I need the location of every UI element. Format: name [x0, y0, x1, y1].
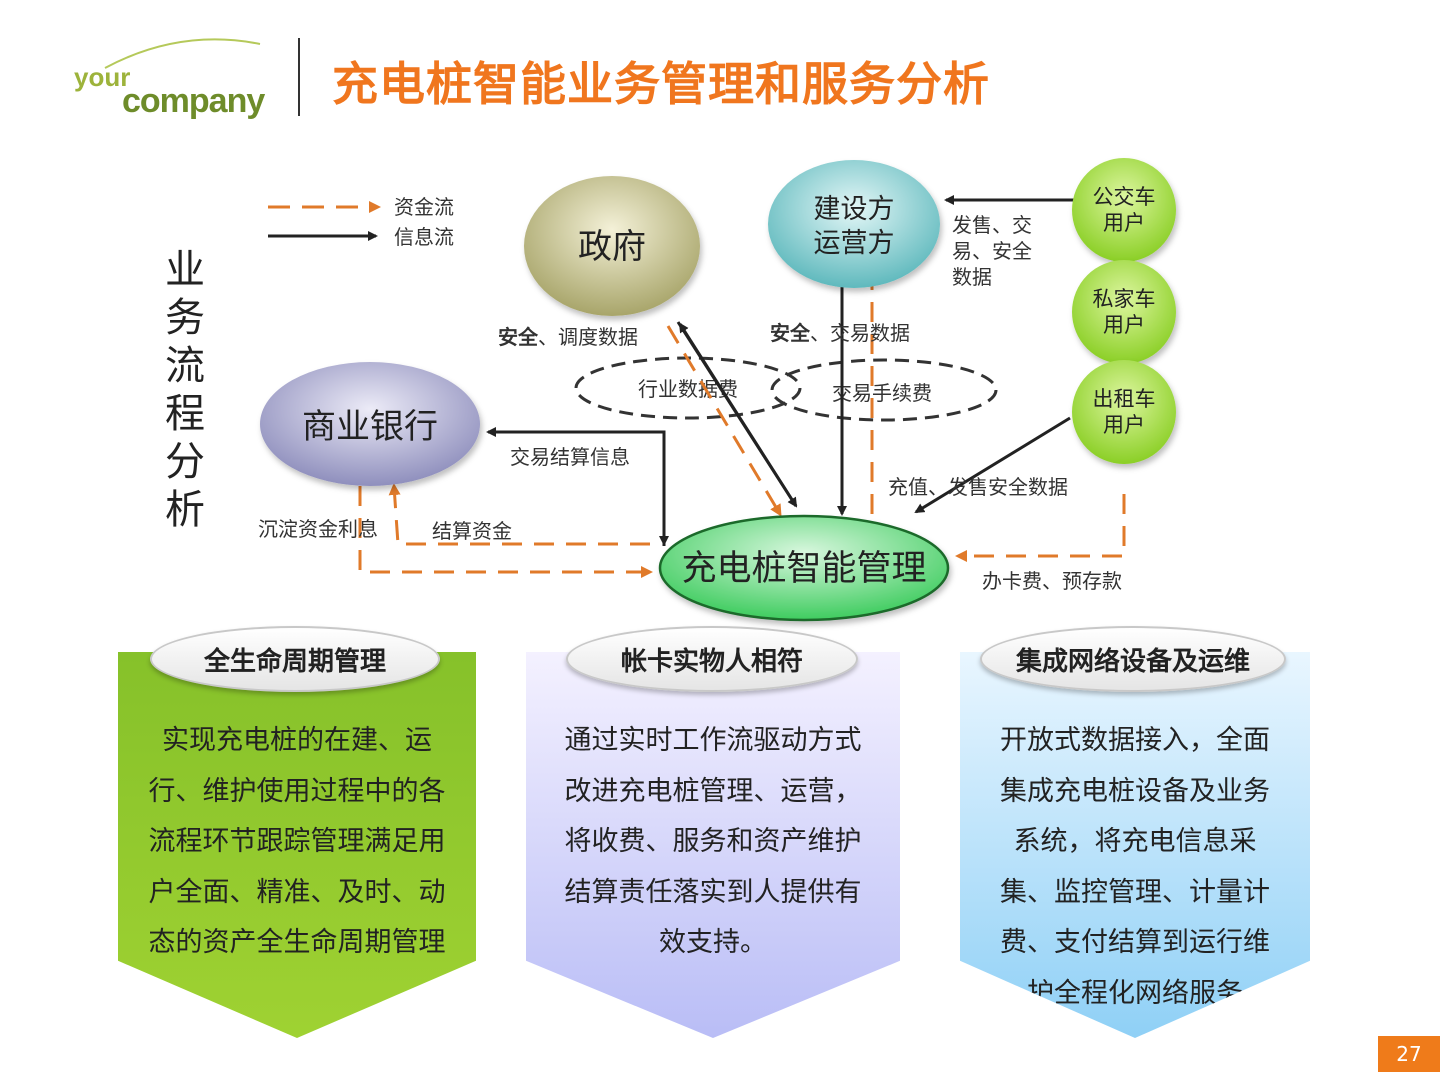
card-line: 结算责任落实到人提供有: [564, 876, 862, 908]
card-line: 通过实时工作流驱动方式: [564, 725, 862, 756]
card-text: 实现充电桩的在建、运 行、维护使用过程中的各 流程环节跟踪管理满足用 户全面、精…: [136, 716, 458, 969]
side-vertical-title: 业务流程分析: [165, 247, 205, 533]
card-line: 集、监控管理、计量计: [1000, 876, 1270, 908]
card-fee-label: 办卡费、预存款: [982, 569, 1122, 593]
legend-info-flow-label: 信息流: [394, 225, 454, 249]
card-line: 效支持。: [659, 927, 767, 958]
taxi-user-line1: 出租车: [1093, 387, 1156, 411]
private-car-user-node: 私家车 用户: [1072, 260, 1176, 364]
card-line: 将收费、服务和资产维护: [564, 826, 862, 857]
info-flow-users-to-center: [914, 416, 1071, 514]
trade-fee-label: 交易手续费: [832, 381, 932, 405]
logo-line-1: your: [74, 62, 131, 92]
card-line: 行、维护使用过程中的各: [148, 775, 446, 807]
card-line: 流程环节跟踪管理满足用: [148, 826, 446, 857]
card-line: 实现充电桩的在建、运: [162, 725, 432, 756]
bus-user-line2: 用户: [1103, 211, 1145, 235]
page-title: 充电桩智能业务管理和服务分析: [332, 57, 990, 111]
title-separator: [298, 38, 300, 116]
builder-label-line2: 运营方: [814, 228, 895, 259]
bank-label: 商业银行: [302, 407, 438, 447]
logo-line-2: company: [122, 82, 265, 120]
bus-user-line1: 公交车: [1093, 185, 1156, 209]
card-line: 费、支付结算到运行维: [1000, 927, 1270, 958]
card-title: 集成网络设备及运维: [980, 626, 1286, 692]
page-number-badge: 27: [1378, 1036, 1440, 1072]
safety-trade-rest: 、交易数据: [810, 321, 910, 345]
deposit-interest-label: 沉淀资金利息: [258, 517, 378, 541]
card-line: 开放式数据接入，全面: [1000, 725, 1270, 756]
card-line: 户全面、精准、及时、动: [148, 876, 446, 908]
card-title: 全生命周期管理: [150, 626, 440, 692]
legend-money-flow-label: 资金流: [394, 195, 454, 219]
private-user-line2: 用户: [1103, 313, 1145, 337]
money-flow-deposit-interest: [388, 483, 650, 546]
money-flow-card-fee: [955, 494, 1126, 562]
card-lifecycle-management: 实现充电桩的在建、运 行、维护使用过程中的各 流程环节跟踪管理满足用 户全面、精…: [118, 626, 476, 1038]
taxi-user-node: 出租车 用户: [1072, 360, 1176, 464]
sale-trade-label-3: 数据: [952, 265, 992, 289]
info-flow-center-to-gov: [678, 322, 798, 507]
card-text: 开放式数据接入，全面 集成充电桩设备及业务 系统，将充电信息采 集、监控管理、计…: [978, 716, 1292, 1019]
company-logo: your company: [70, 32, 270, 132]
sale-trade-label-2: 易、安全: [952, 239, 1032, 263]
safety-trade-bold: 安全: [770, 321, 811, 345]
safety-dispatch-label: 安全、调度数据: [498, 325, 638, 349]
builder-label-line1: 建设方: [814, 194, 895, 225]
card-title: 帐卡实物人相符: [566, 626, 858, 692]
card-line: 集成充电桩设备及业务: [1000, 775, 1270, 807]
card-line: 改进充电桩管理、运营，: [564, 775, 862, 807]
recharge-label: 充值、发售安全数据: [888, 475, 1068, 499]
trade-fee-ellipse: [770, 358, 998, 422]
safety-trade-label: 安全、交易数据: [770, 321, 910, 345]
logo-swoosh-icon: [104, 38, 261, 69]
bus-user-node: 公交车 用户: [1072, 158, 1176, 262]
safety-dispatch-rest: 、调度数据: [538, 325, 638, 349]
card-account-consistency: 通过实时工作流驱动方式 改进充电桩管理、运营， 将收费、服务和资产维护 结算责任…: [526, 626, 900, 1038]
card-body: 开放式数据接入，全面 集成充电桩设备及业务 系统，将充电信息采 集、监控管理、计…: [960, 652, 1310, 1038]
builder-operator-node: 建设方 运营方: [768, 160, 940, 288]
card-line: 态的资产全生命周期管理: [148, 927, 446, 958]
card-integrated-network-ops: 开放式数据接入，全面 集成充电桩设备及业务 系统，将充电信息采 集、监控管理、计…: [960, 626, 1310, 1038]
card-body: 通过实时工作流驱动方式 改进充电桩管理、运营， 将收费、服务和资产维护 结算责任…: [526, 652, 900, 1038]
center-label: 充电桩智能管理: [681, 549, 926, 589]
private-user-line1: 私家车: [1093, 287, 1156, 311]
card-line: 护全程化网络服务: [1027, 977, 1243, 1009]
card-text: 通过实时工作流驱动方式 改进充电桩管理、运营， 将收费、服务和资产维护 结算责任…: [544, 716, 882, 969]
settlement-info-label: 交易结算信息: [510, 445, 630, 469]
card-line: 系统，将充电信息采: [1013, 826, 1257, 857]
government-label: 政府: [578, 227, 646, 267]
bank-node: 商业银行: [260, 362, 480, 486]
government-node: 政府: [524, 176, 700, 316]
card-body: 实现充电桩的在建、运 行、维护使用过程中的各 流程环节跟踪管理满足用 户全面、精…: [118, 652, 476, 1038]
money-flow-government: [666, 325, 782, 517]
taxi-user-line2: 用户: [1103, 413, 1145, 437]
center-management-node: 充电桩智能管理: [658, 514, 950, 622]
business-flow-diagram: 资金流 信息流 行业数据费 交易手续费 政府 建设方 运营方 商业银行 充电桩智…: [258, 158, 1176, 622]
settlement-funds-label: 结算资金: [432, 519, 512, 543]
safety-dispatch-bold: 安全: [498, 325, 539, 349]
sale-trade-label-1: 发售、交: [952, 213, 1032, 237]
